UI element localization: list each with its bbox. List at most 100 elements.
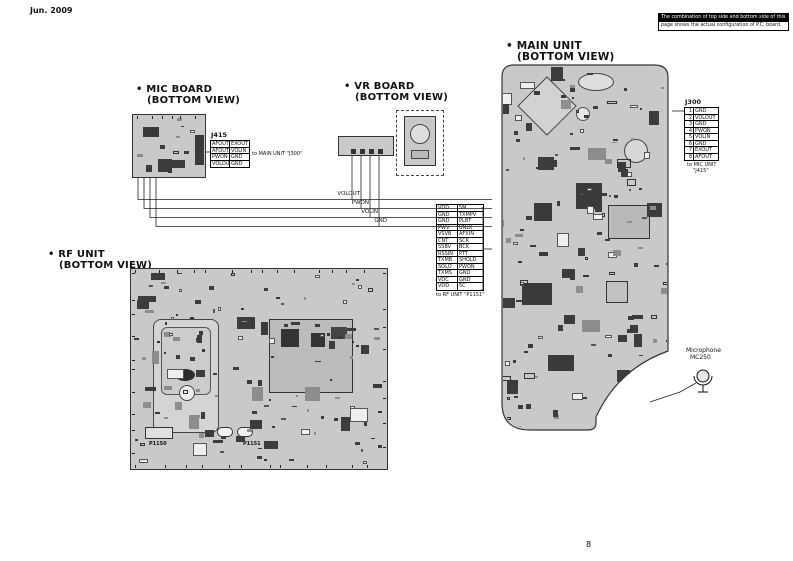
edge-tick	[307, 465, 309, 468]
pcb-component	[321, 415, 325, 420]
pcb-component	[197, 334, 203, 343]
pcb-component	[334, 396, 341, 399]
pcb-component	[639, 187, 643, 191]
main-ic	[522, 283, 552, 305]
pcb-component	[142, 401, 152, 408]
pcb-feature	[179, 385, 195, 401]
edge-tick	[201, 465, 203, 468]
pcb-component	[260, 321, 269, 336]
pcb-component	[357, 285, 363, 290]
pcb-component	[356, 344, 359, 348]
edge-tick	[137, 116, 138, 119]
pcb-component	[572, 393, 583, 400]
table-cell: AFOUT	[211, 141, 230, 148]
edge-tick	[366, 465, 368, 468]
pcb-component	[624, 87, 628, 91]
pcb-component	[526, 404, 531, 409]
potentiometer-shaft-icon	[410, 124, 430, 144]
table-cell: SCK	[458, 238, 483, 244]
j415-note: to MAIN UNIT "J300"	[252, 151, 303, 157]
table-cell: TXMS	[437, 270, 458, 277]
pcb-component	[205, 429, 214, 437]
edge-tick	[383, 326, 386, 328]
pcb-feature	[360, 149, 365, 154]
pcb-component	[605, 158, 612, 165]
pcb-component	[150, 272, 165, 281]
pcb-component	[342, 299, 348, 304]
table-cell: 5	[685, 134, 694, 141]
edge-tick	[228, 465, 230, 468]
pcb-component	[219, 450, 224, 453]
pcb-component	[571, 96, 574, 99]
edge-tick	[159, 270, 161, 273]
rf-unit-title: • RF UNIT (BOTTOM VIEW)	[48, 249, 152, 271]
vr-potentiometer	[404, 116, 436, 166]
table-cell: 7	[685, 147, 694, 154]
pcb-component	[612, 141, 618, 144]
edge-tick	[318, 270, 320, 273]
microphone-model: MC250	[690, 354, 711, 361]
pcb-component	[212, 309, 215, 314]
pcb-component	[507, 397, 511, 400]
pcb-feature	[606, 281, 628, 303]
pcb-component	[314, 431, 317, 435]
pcb-feature	[378, 149, 383, 154]
pcb-component	[628, 188, 632, 191]
signal-label-volout: VOLOUT	[337, 191, 360, 197]
table-cell: UNLK	[458, 225, 483, 231]
pcb-component	[373, 383, 383, 388]
pcb-component	[326, 332, 330, 336]
edge-tick	[132, 368, 135, 370]
pcb-component	[580, 193, 584, 196]
pcb-component	[139, 442, 146, 447]
pcb-component	[587, 73, 593, 75]
pcb-component	[557, 232, 570, 248]
pcb-component	[190, 316, 194, 319]
pcb-component	[190, 357, 196, 362]
pcb-feature	[143, 127, 159, 137]
edge-tick	[270, 465, 272, 468]
pcb-feature	[351, 149, 356, 154]
signal-label-gnd: GND	[374, 218, 387, 224]
pcb-component	[300, 429, 311, 436]
pcb-component	[356, 278, 360, 281]
pcb-component	[157, 158, 172, 172]
pcb-feature	[576, 107, 590, 121]
pcb-component	[660, 287, 667, 295]
pcb-component	[535, 376, 539, 378]
main-ic	[534, 203, 552, 221]
edge-tick	[232, 270, 234, 273]
pcb-component	[199, 433, 204, 438]
pcb-component	[577, 248, 585, 256]
signal-label-volin: VOLIN	[361, 209, 378, 215]
pcb-component	[303, 297, 307, 300]
pcb-component	[160, 281, 166, 285]
main-oval-component	[578, 73, 614, 91]
pcb-component	[170, 159, 185, 168]
pcb-component	[275, 297, 281, 300]
pcb-component	[517, 260, 523, 263]
pcb-feature	[281, 329, 299, 347]
pcb-component	[632, 314, 643, 319]
pcb-component	[168, 332, 174, 336]
pcb-component	[238, 336, 243, 341]
table-cell: 2	[685, 114, 694, 121]
pcb-component	[524, 350, 528, 353]
pcb-component	[604, 238, 611, 241]
table-cell: BCK	[458, 244, 483, 251]
pcb-component	[515, 300, 522, 303]
pcb-component	[570, 88, 576, 93]
pcb-component	[240, 308, 244, 311]
mic-board-title-text: MIC BOARD	[146, 84, 213, 95]
pcb-component	[218, 307, 221, 312]
pcb-component	[586, 205, 595, 214]
edge-tick	[277, 270, 279, 273]
pcb-component	[157, 340, 161, 344]
pcb-component	[213, 439, 223, 443]
table-cell: VDC	[437, 276, 458, 283]
pcb-component	[315, 323, 320, 328]
